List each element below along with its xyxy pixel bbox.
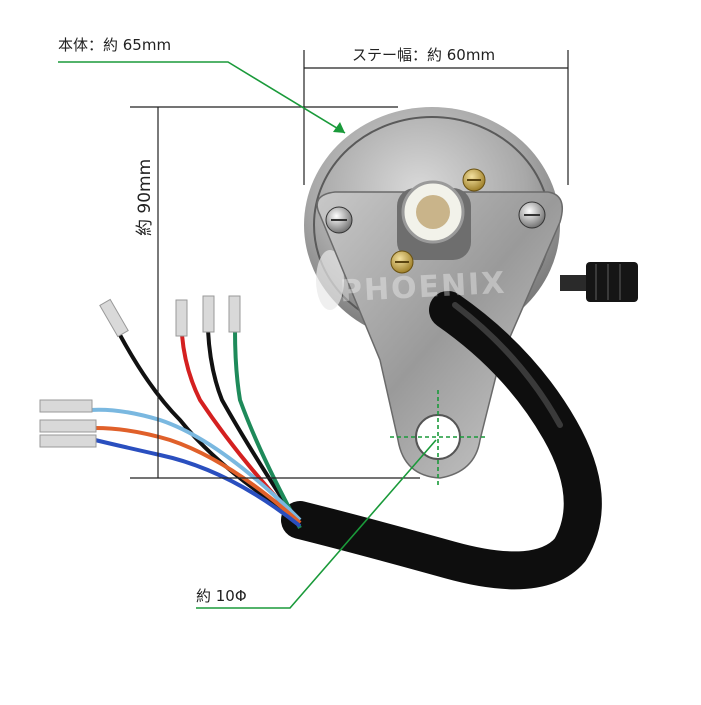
cable-harness bbox=[281, 291, 602, 590]
wires bbox=[89, 329, 302, 529]
leader-lines bbox=[58, 61, 486, 609]
hole-diameter-label: 約 10Φ bbox=[196, 587, 247, 605]
height-label: 約 90mm bbox=[135, 158, 155, 236]
drive-shaft-boss bbox=[397, 180, 471, 260]
body-size-label: 本体：約 65mm bbox=[58, 36, 172, 54]
stay-width-label: ステー幅：約 60mm bbox=[352, 46, 496, 64]
connector-terminals bbox=[39, 295, 241, 448]
reset-knob bbox=[560, 262, 638, 302]
stay-screws bbox=[325, 168, 546, 274]
dimension-lines bbox=[130, 50, 569, 479]
